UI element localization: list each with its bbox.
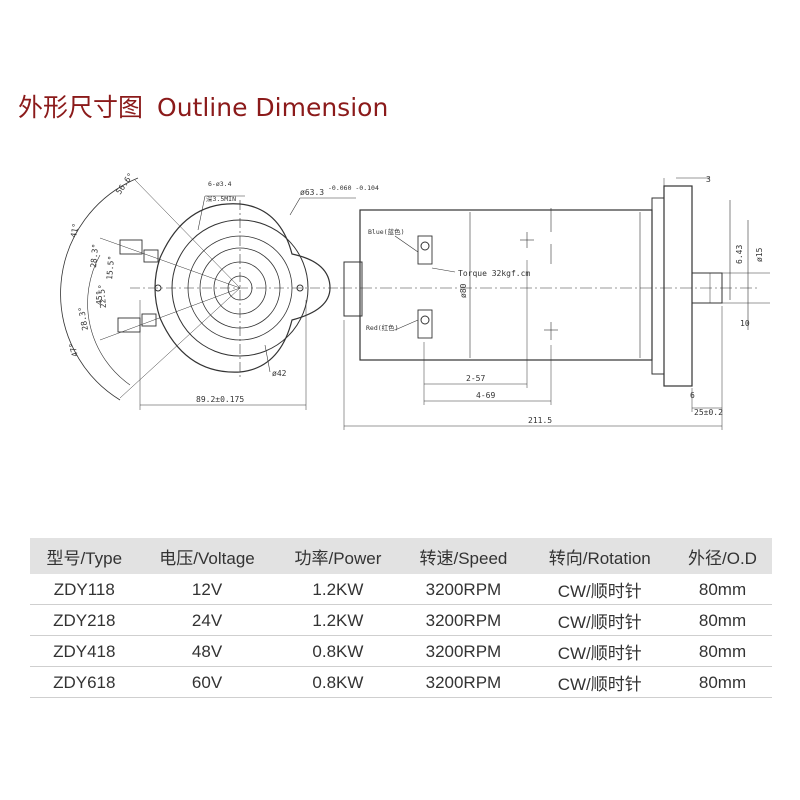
cell-power: 1.2KW <box>275 574 401 605</box>
dim-angle-41a: 41° <box>69 223 80 239</box>
side-view <box>340 177 770 430</box>
table-row: ZDY618 60V 0.8KW 3200RPM CW/顺时针 80mm <box>30 666 772 698</box>
col-voltage: 电压/Voltage <box>138 538 276 574</box>
cell-speed: 3200RPM <box>400 604 527 636</box>
col-speed: 转速/Speed <box>400 538 527 574</box>
cell-type: ZDY418 <box>30 635 139 667</box>
cell-rotation: CW/顺时针 <box>526 666 673 698</box>
dim-3: 3 <box>706 175 711 184</box>
dim-width-89-2: 89.2±0.175 <box>196 395 244 404</box>
dim-body-dia: ø80 <box>459 283 468 298</box>
dim-4-69: 4-69 <box>476 391 495 400</box>
title-en: Outline Dimension <box>157 93 389 122</box>
table-row: ZDY418 48V 0.8KW 3200RPM CW/顺时针 80mm <box>30 635 772 667</box>
label-torque: Torque 32kgf.cm <box>458 269 530 278</box>
dim-angle-28-3a: 28.3° <box>89 243 100 268</box>
label-blue: Blue(蓝色) <box>368 227 404 236</box>
dim-holes-note: 6-ø3.4 <box>208 180 232 188</box>
dim-shaft-dia: ø15 <box>755 247 764 262</box>
dim-flange-tol: -0.060 -0.104 <box>328 184 379 192</box>
cell-od: 80mm <box>672 574 772 605</box>
dim-angle-15-5: 15.5° <box>105 255 116 280</box>
dim-6-43: 6.43 <box>735 245 744 264</box>
cell-od: 80mm <box>672 635 772 667</box>
dim-6: 6 <box>690 391 695 400</box>
dim-angle-22-5: 22.5° <box>97 284 108 309</box>
table-row: ZDY118 12V 1.2KW 3200RPM CW/顺时针 80mm <box>30 574 772 605</box>
cell-od: 80mm <box>672 604 772 636</box>
cell-rotation: CW/顺时针 <box>526 574 673 605</box>
label-red: Red(红色) <box>366 323 399 332</box>
cell-type: ZDY118 <box>30 574 139 605</box>
cell-voltage: 24V <box>138 604 276 636</box>
col-od: 外径/O.D <box>672 538 772 574</box>
cell-power: 0.8KW <box>275 635 401 667</box>
col-power: 功率/Power <box>275 538 401 574</box>
outline-drawing: 56.6° 6-ø3.4 深3.5MIN ø63.3 -0.060 -0.104… <box>60 171 770 430</box>
dim-angle-45: 45° <box>95 291 104 305</box>
dim-angle-47: 47° <box>67 342 79 358</box>
cell-voltage: 12V <box>138 574 276 605</box>
dim-10: 10 <box>740 319 750 328</box>
page-title: 外形尺寸图 Outline Dimension <box>18 88 388 124</box>
dim-2-57: 2-57 <box>466 374 485 383</box>
cell-type: ZDY618 <box>30 666 139 698</box>
cell-power: 0.8KW <box>275 666 401 698</box>
cell-speed: 3200RPM <box>400 574 527 605</box>
table-header-row: 型号/Type 电压/Voltage 功率/Power 转速/Speed 转向/… <box>30 538 772 574</box>
dim-25: 25±0.2 <box>694 408 723 417</box>
dim-angle-28-3b: 28.3° <box>77 306 90 331</box>
cell-speed: 3200RPM <box>400 635 527 667</box>
cell-type: ZDY218 <box>30 604 139 636</box>
end-view <box>60 177 356 410</box>
col-rotation: 转向/Rotation <box>526 538 673 574</box>
dimension-labels: 56.6° 6-ø3.4 深3.5MIN ø63.3 -0.060 -0.104… <box>67 171 764 425</box>
cell-rotation: CW/顺时针 <box>526 635 673 667</box>
dim-length-211-5: 211.5 <box>528 416 552 425</box>
dim-depth-note: 深3.5MIN <box>206 194 236 203</box>
dim-dia-42: ø42 <box>272 369 287 378</box>
col-type: 型号/Type <box>30 538 139 574</box>
cell-speed: 3200RPM <box>400 666 527 698</box>
table-row: ZDY218 24V 1.2KW 3200RPM CW/顺时针 80mm <box>30 604 772 636</box>
spec-table: 型号/Type 电压/Voltage 功率/Power 转速/Speed 转向/… <box>30 538 772 698</box>
cell-voltage: 60V <box>138 666 276 698</box>
cell-voltage: 48V <box>138 635 276 667</box>
title-cn: 外形尺寸图 <box>18 93 144 122</box>
cell-rotation: CW/顺时针 <box>526 604 673 636</box>
dim-angle-56-6: 56.6° <box>114 171 135 196</box>
cell-power: 1.2KW <box>275 604 401 636</box>
cell-od: 80mm <box>672 666 772 698</box>
dim-flange-dia: ø63.3 <box>300 188 324 197</box>
